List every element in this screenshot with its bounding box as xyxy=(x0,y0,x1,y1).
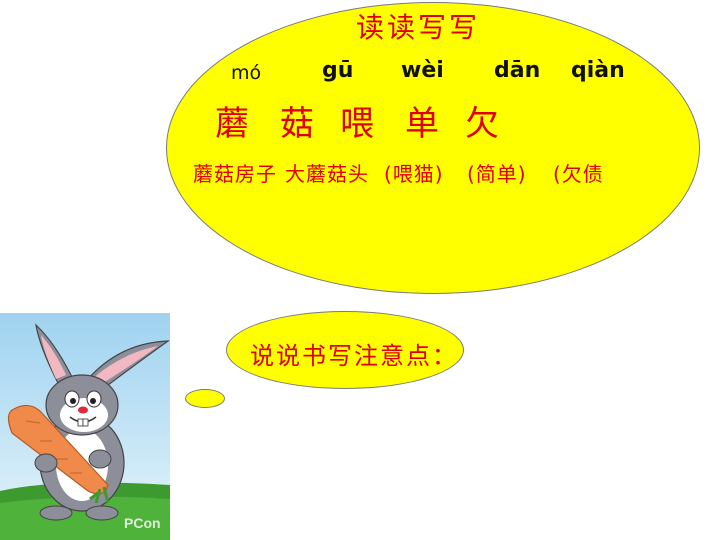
rabbit-illustration xyxy=(0,313,170,540)
pinyin-gu: gū xyxy=(322,58,354,83)
example-word-4: (简单) xyxy=(467,162,527,186)
example-word-5: (欠债 xyxy=(553,162,604,186)
watermark: PCon xyxy=(124,515,161,531)
example-word-1: 蘑菇房子 xyxy=(193,162,277,186)
thought-bubble-medium xyxy=(226,311,464,389)
pinyin-dan: dān xyxy=(494,58,541,83)
thought-bubble-small xyxy=(185,389,225,408)
character-gu: 菇 xyxy=(280,104,314,144)
speech-bubble-large xyxy=(166,2,700,294)
example-word-3: (喂猫) xyxy=(384,162,444,186)
character-mo: 蘑 xyxy=(215,104,249,144)
character-dan: 单 xyxy=(405,104,439,144)
writing-tip-prompt: 说说书写注意点： xyxy=(250,342,458,370)
character-wei: 喂 xyxy=(340,104,374,144)
example-word-2: 大蘑菇头 xyxy=(285,162,369,186)
lesson-title: 读读写写 xyxy=(356,11,481,44)
pinyin-mo: mó xyxy=(231,62,262,84)
pinyin-wei: wèi xyxy=(401,58,444,83)
rabbit-carrot-icon xyxy=(0,313,170,540)
pinyin-qian: qiàn xyxy=(571,58,625,83)
character-qian: 欠 xyxy=(465,104,499,144)
